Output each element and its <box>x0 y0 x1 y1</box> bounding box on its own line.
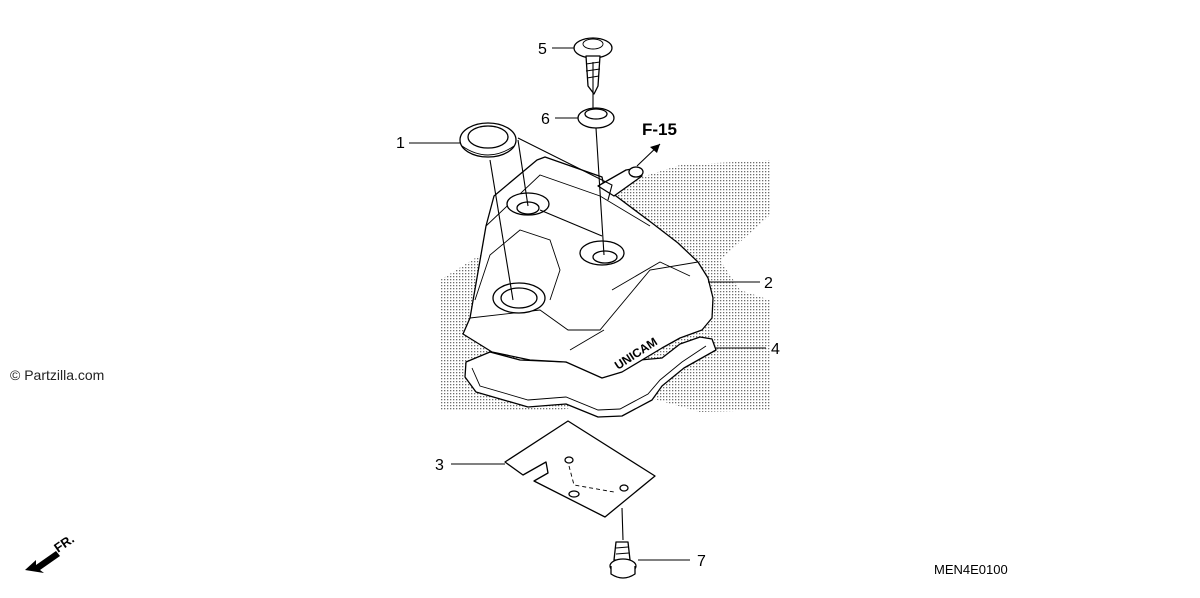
copyright-text: © Partzilla.com <box>10 367 104 383</box>
leader-lines <box>409 47 766 561</box>
callout-7: 7 <box>697 553 706 570</box>
cylinder-head-cover: UNICAM <box>462 156 714 379</box>
reference-label: F-15 <box>642 120 677 139</box>
drawing-code: MEN4E0100 <box>934 562 1008 577</box>
plate <box>504 420 656 518</box>
callout-3: 3 <box>435 457 444 474</box>
flange-bolt <box>609 541 637 579</box>
callout-1: 1 <box>396 135 405 152</box>
callout-2: 2 <box>764 275 773 292</box>
callout-4: 4 <box>771 341 780 358</box>
front-direction-arrow: FR. <box>25 531 77 573</box>
callout-6: 6 <box>541 111 550 128</box>
washer <box>577 107 615 129</box>
callout-5: 5 <box>538 41 547 58</box>
grommet <box>459 122 517 158</box>
